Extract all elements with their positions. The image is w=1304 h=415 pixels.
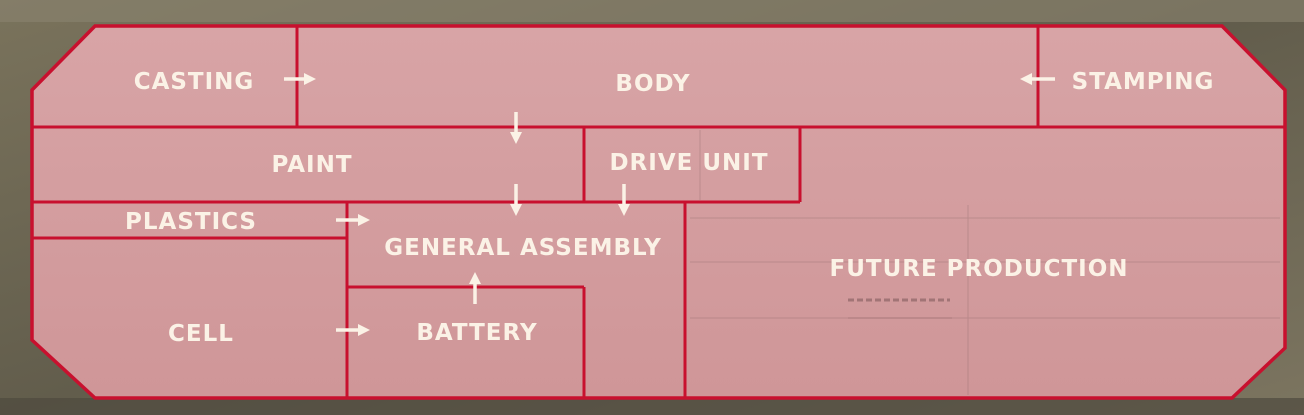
label-cell: CELL [168,321,234,347]
label-paint: PAINT [271,152,352,178]
flow-arrows [284,73,1055,336]
label-casting: CASTING [134,69,255,95]
arrow-battery-to-general-assembly [469,272,481,304]
arrow-casting-to-body [284,73,316,85]
zone-boundaries [32,26,1285,398]
label-future-production: FUTURE PRODUCTION [830,256,1129,282]
arrow-cell-to-battery [336,324,370,336]
label-body: BODY [615,71,690,97]
plant-outline [30,24,1287,400]
label-stamping: STAMPING [1072,69,1215,95]
arrow-stamping-to-body [1020,73,1055,85]
label-drive-unit: DRIVE UNIT [609,150,768,176]
roof-texture [690,130,1280,395]
arrow-paint-to-general-assembly [510,184,522,216]
arrow-body-to-paint [510,112,522,144]
label-battery: BATTERY [416,320,537,346]
label-general-assembly: GENERAL ASSEMBLY [384,235,661,261]
zone-labels: CASTING BODY STAMPING PAINT DRIVE UNIT P… [125,69,1215,347]
label-plastics: PLASTICS [125,209,257,235]
arrow-plastics-to-general-assembly [336,214,370,226]
arrow-drive-unit-to-general-assembly [618,184,630,216]
